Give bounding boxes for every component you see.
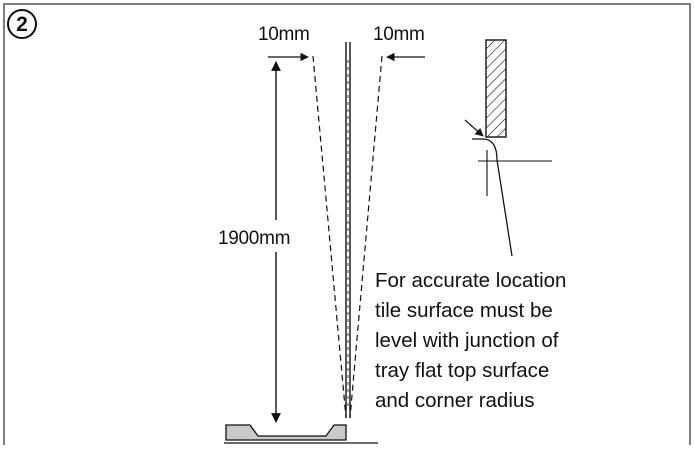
right-offset-label: 10mm xyxy=(373,24,425,45)
left-offset-label: 10mm xyxy=(258,24,310,45)
shower-tray xyxy=(224,424,378,444)
note-line-5: and corner radius xyxy=(375,389,535,412)
wall-tile xyxy=(485,39,507,138)
tilt-line-right xyxy=(349,55,383,419)
step-number: 2 xyxy=(16,13,28,36)
step-badge: 2 xyxy=(7,9,37,39)
junction-arrow xyxy=(464,119,484,137)
location-note: For accurate location tile surface must … xyxy=(375,269,566,412)
detail-view xyxy=(464,39,552,257)
note-line-4: tray flat top surface xyxy=(375,359,549,382)
glass-panel xyxy=(345,42,351,418)
note-line-3: level with junction of xyxy=(375,329,559,352)
height-label: 1900mm xyxy=(218,228,290,249)
tilt-line-left xyxy=(312,55,347,419)
step-circle xyxy=(7,9,37,39)
figure-frame xyxy=(3,3,691,445)
note-line-2: tile surface must be xyxy=(375,299,553,322)
tray-body xyxy=(225,424,347,441)
note-line-1: For accurate location xyxy=(375,269,566,292)
tray-corner-profile xyxy=(472,138,513,257)
